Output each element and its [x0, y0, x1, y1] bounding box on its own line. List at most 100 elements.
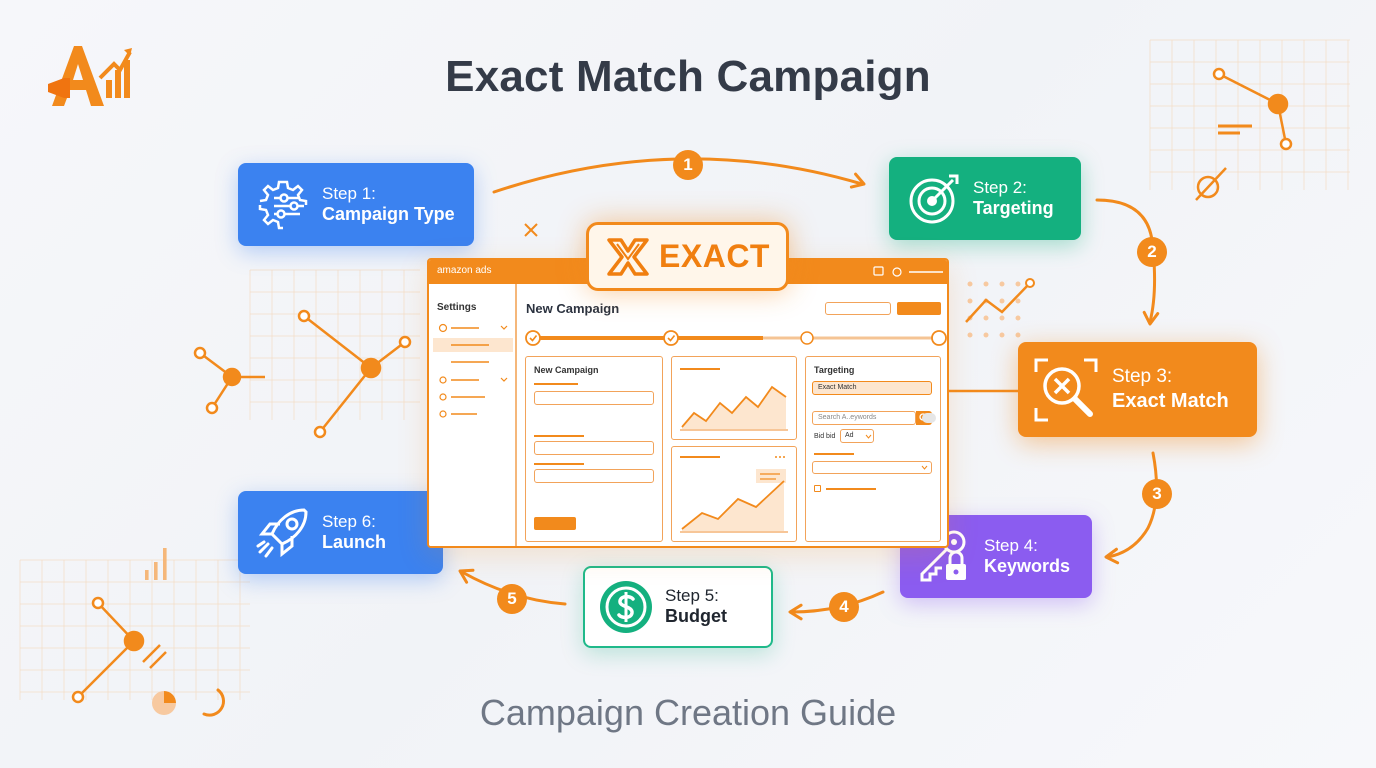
- decor-dot: [999, 298, 1005, 304]
- network-node-icon: [398, 335, 412, 349]
- mockup-chart-panel-bottom: [671, 446, 797, 542]
- step-3-label: Exact Match: [1112, 389, 1229, 412]
- targeting-line: [826, 488, 876, 490]
- decor-dot: [999, 281, 1005, 287]
- mockup-header-icons: [873, 266, 943, 277]
- keyword-search-placeholder: Search A..eywords: [818, 414, 877, 421]
- network-node-icon: [205, 401, 219, 415]
- network-node-icon: [222, 367, 242, 387]
- step-3-number: Step 3:: [1112, 366, 1173, 388]
- step-1-campaign-type[interactable]: Step 1: Campaign Type: [238, 163, 474, 246]
- network-node-icon: [1267, 93, 1289, 115]
- sidebar-menu-items: [433, 323, 513, 418]
- bid-select: Ad: [840, 429, 874, 443]
- targeting-line: [814, 453, 854, 455]
- keyword-search-field: Search A..eywords: [812, 411, 916, 425]
- mockup-main-area: New Campaign New Campaign: [519, 284, 947, 546]
- decor-dot: [983, 332, 989, 338]
- decor-dot: [999, 315, 1005, 321]
- step-5-label: Budget: [665, 606, 727, 627]
- sparkle-icon: [530, 223, 538, 231]
- targeting-panel-title: Targeting: [814, 365, 855, 375]
- form-field: [534, 469, 654, 483]
- mockup-progress-bar: [525, 330, 947, 346]
- page-subtitle: Campaign Creation Guide: [479, 692, 897, 733]
- step-6-number: Step 6:: [322, 511, 376, 531]
- sparkle-icon: [524, 229, 532, 237]
- decor-dot: [1015, 332, 1021, 338]
- form-field: [534, 391, 654, 405]
- form-submit-button: [534, 517, 576, 530]
- decor-dot: [983, 281, 989, 287]
- form-line: [534, 383, 578, 385]
- form-line: [534, 463, 584, 465]
- bid-select-value: Ad: [845, 432, 854, 439]
- decor-dot: [967, 332, 973, 338]
- step-4-label: Keywords: [984, 555, 1071, 576]
- decor-dot: [967, 298, 973, 304]
- gear-sliders-icon: [258, 180, 308, 229]
- page-title: Exact Match Campaign: [445, 52, 931, 101]
- rocket-icon: [256, 507, 308, 557]
- flow-number-2: 2: [1137, 237, 1167, 267]
- network-node-icon: [193, 346, 207, 360]
- targeting-exact-match-option: Exact Match: [812, 381, 932, 395]
- network-node-icon: [297, 309, 311, 323]
- network-connector-line: [303, 315, 372, 369]
- mini-bar-icon: [163, 548, 167, 580]
- flow-number-3: 3: [1142, 479, 1172, 509]
- network-node-icon: [360, 357, 382, 379]
- decor-ring-icon: [1196, 175, 1220, 199]
- keyword-toggle: [922, 413, 936, 423]
- step-1-label: Campaign Type: [322, 203, 455, 224]
- key-lock-icon: [920, 530, 966, 581]
- mini-pie-icon: [164, 691, 176, 703]
- network-connector-line: [1218, 72, 1279, 106]
- decor-dot: [999, 332, 1005, 338]
- search-x-icon: [1034, 358, 1098, 421]
- mockup-header-button: [897, 302, 941, 315]
- chevron-down-icon: [865, 434, 872, 439]
- decor-arc: [202, 688, 225, 717]
- mockup-sidebar: Settings: [429, 284, 517, 546]
- step-6-launch[interactable]: Step 6: Launch: [238, 491, 443, 574]
- arrow-step3-to-step4-head: [1104, 547, 1120, 565]
- step-4-number: Step 4:: [984, 535, 1038, 555]
- step-6-label: Launch: [322, 531, 387, 552]
- decor-slash: [1195, 167, 1227, 201]
- step-5-budget[interactable]: Step 5: Budget: [583, 566, 773, 648]
- arrow-step2-to-step3-head: [1142, 310, 1160, 326]
- form-line: [534, 435, 584, 437]
- step-1-number: Step 1:: [322, 183, 376, 203]
- decor-dot: [1015, 315, 1021, 321]
- decor-dot: [983, 315, 989, 321]
- mockup-brand: amazon ads: [437, 265, 492, 276]
- decor-dot: [1015, 298, 1021, 304]
- network-connector-line: [319, 367, 372, 433]
- sidebar-heading: Settings: [437, 302, 477, 313]
- mini-bar-icon: [145, 570, 149, 580]
- flow-number-1: 1: [673, 150, 703, 180]
- step-2-targeting[interactable]: Step 2: Targeting: [889, 157, 1081, 240]
- decor-slash: [149, 651, 167, 669]
- network-node-icon: [1279, 137, 1293, 151]
- bid-label: Bid bid: [814, 433, 836, 440]
- decor-dot: [967, 281, 973, 287]
- arrow-step4-to-step5-head: [788, 603, 803, 621]
- mockup-targeting-panel: Targeting Exact Match Search A..eywords …: [805, 356, 941, 542]
- flow-number-5: 5: [497, 584, 527, 614]
- arrow-step1-to-step2-head: [849, 172, 866, 189]
- form-field: [534, 441, 654, 455]
- step-3-exact-match[interactable]: Step 3: Exact Match: [1018, 342, 1257, 437]
- line-chart-icon: [680, 368, 788, 431]
- mockup-header-field: [825, 302, 891, 315]
- sparkle-icon: [530, 229, 538, 237]
- targeting-dropdown: [812, 461, 932, 474]
- trend-point-icon: [1025, 278, 1035, 288]
- decor-slash: [142, 644, 161, 663]
- mini-bar-icon: [154, 562, 158, 580]
- x-mark-icon: [607, 237, 649, 276]
- arrow-step3-to-step4: [1106, 451, 1158, 559]
- trend-line-icon: [965, 282, 1031, 323]
- exact-badge: EXACT: [586, 222, 789, 291]
